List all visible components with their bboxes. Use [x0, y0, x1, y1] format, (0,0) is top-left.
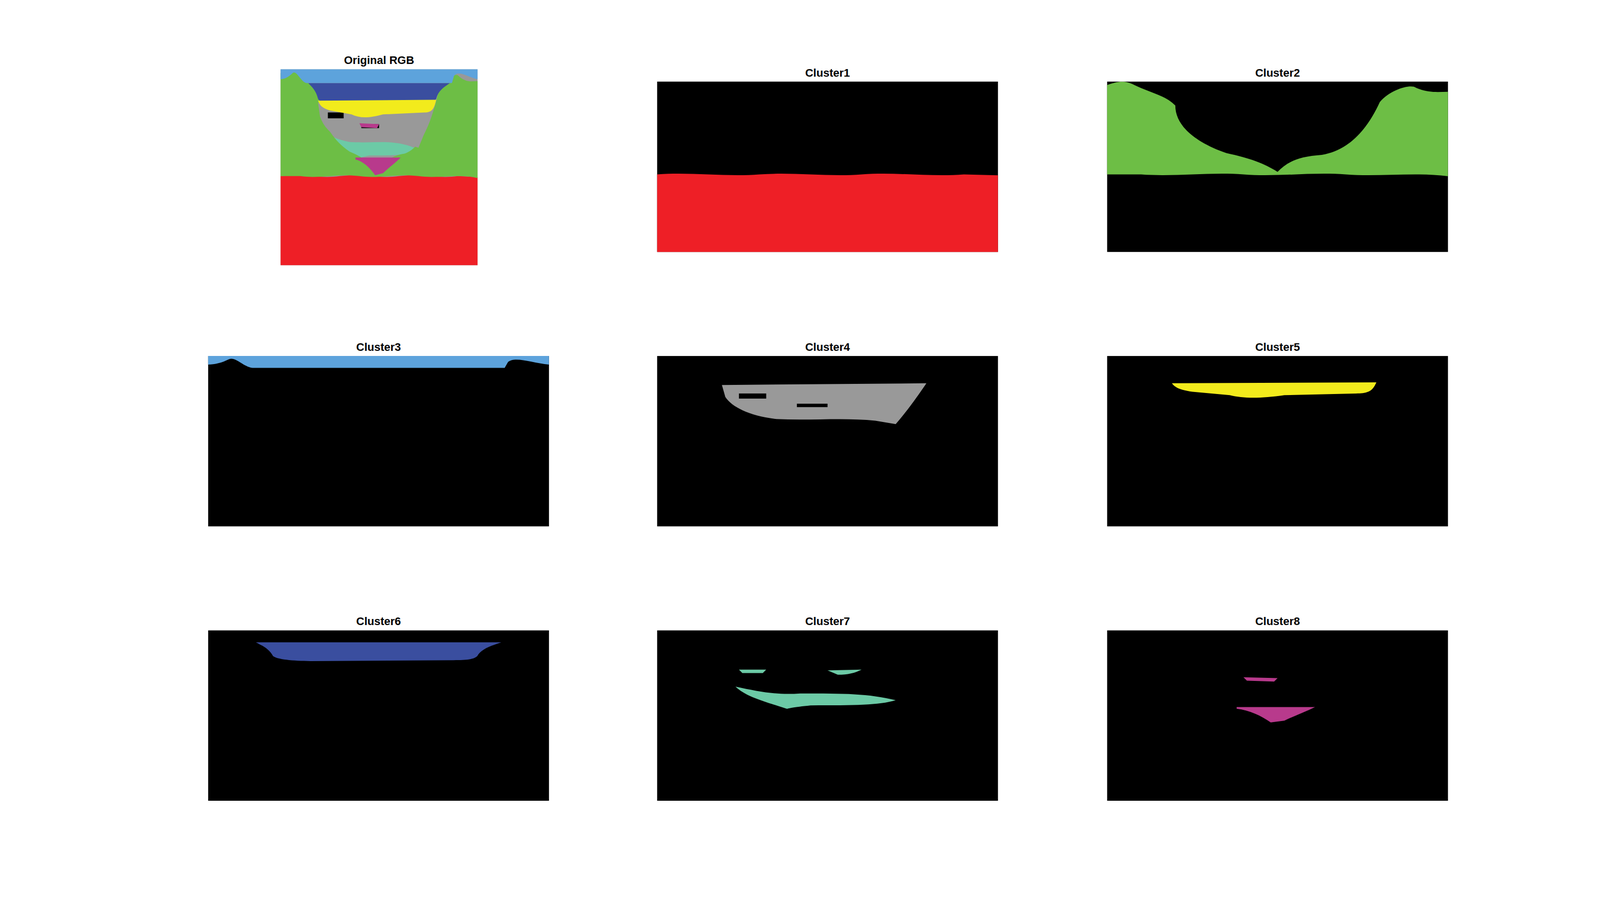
cluster-image [657, 356, 999, 527]
panel-title: Cluster2 [1076, 67, 1479, 80]
cluster-image [208, 356, 550, 527]
image-panel: Cluster6 [208, 630, 550, 802]
panel-title: Cluster5 [1076, 341, 1479, 354]
image-panel: Cluster1 [657, 81, 999, 252]
panel-title: Cluster4 [626, 341, 1029, 354]
cluster-image [657, 630, 999, 802]
panel-title: Cluster6 [177, 615, 580, 628]
cluster-image [208, 630, 550, 802]
image-panel: Cluster8 [1107, 630, 1449, 802]
cluster-image [657, 81, 999, 252]
image-panel: Cluster3 [208, 356, 550, 527]
cluster-image [1107, 356, 1449, 527]
panel-title: Cluster1 [626, 67, 1029, 80]
image-panel: Cluster4 [657, 356, 999, 527]
original-image [280, 69, 478, 266]
panel-title: Cluster8 [1076, 615, 1479, 628]
cluster-image [1107, 81, 1449, 252]
panel-title: Cluster3 [177, 341, 580, 354]
image-panel: Cluster2 [1107, 81, 1449, 252]
panel-title: Original RGB [249, 54, 508, 67]
cluster-image [1107, 630, 1449, 802]
panel-title: Cluster7 [626, 615, 1029, 628]
image-panel: Original RGB [280, 69, 478, 266]
image-panel: Cluster5 [1107, 356, 1449, 527]
image-panel: Cluster7 [657, 630, 999, 802]
